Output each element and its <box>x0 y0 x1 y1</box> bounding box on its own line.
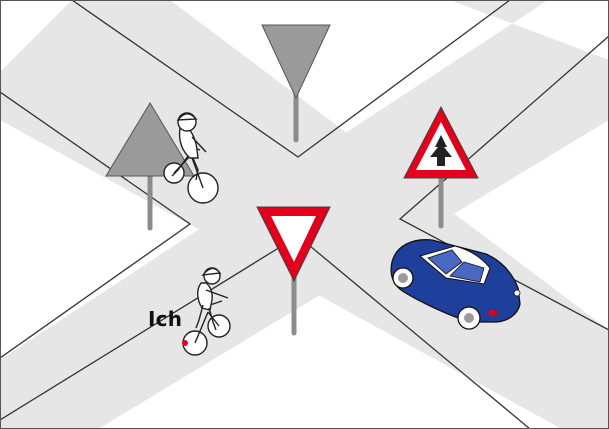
cyclist-icon <box>163 112 219 204</box>
rider-label: Ich <box>148 307 183 331</box>
sign-back-icon <box>105 102 195 231</box>
priority-crossroad-sign-icon <box>403 105 479 229</box>
cyclist-icon <box>182 267 231 356</box>
yield-sign-icon <box>256 206 331 336</box>
car-icon <box>390 239 521 330</box>
sign-back-icon <box>261 24 331 143</box>
